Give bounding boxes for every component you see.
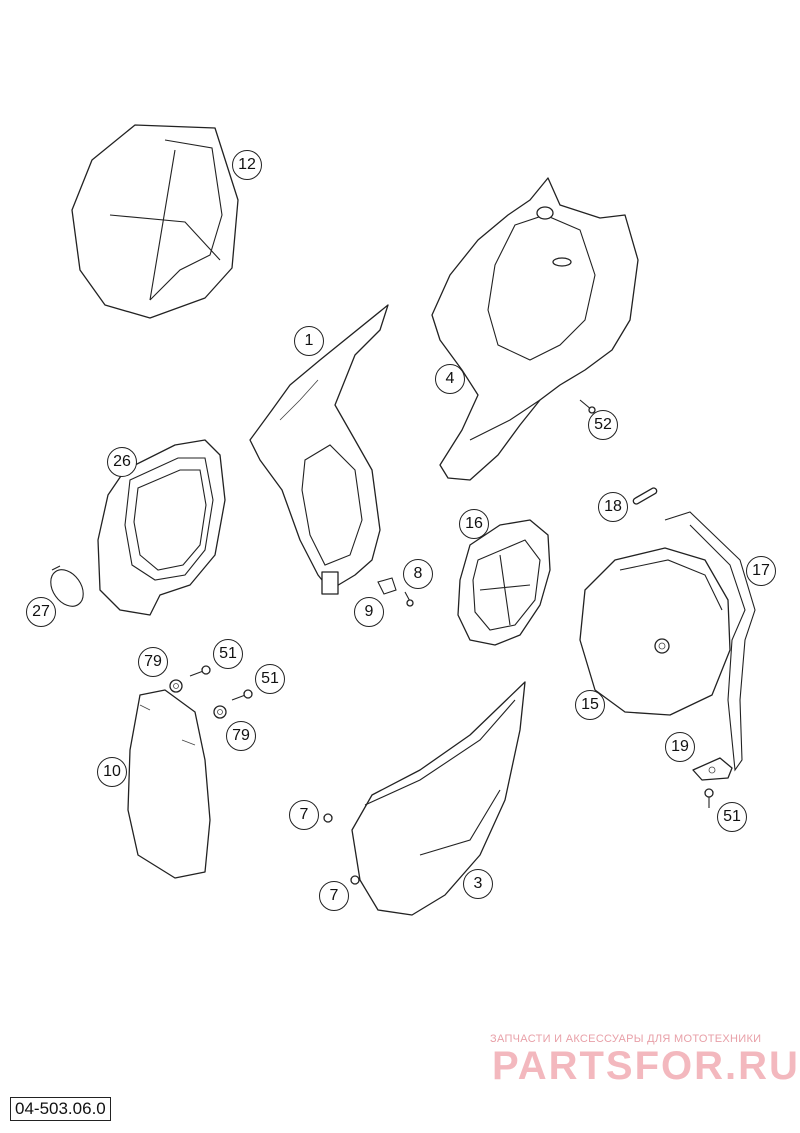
callout-18: 18 xyxy=(598,492,628,522)
watermark-brand: PARTSFOR.RU xyxy=(492,1044,800,1088)
part-8-screw xyxy=(404,591,414,607)
diagram-code: 04-503.06.0 xyxy=(10,1097,111,1121)
part-3-number-plate xyxy=(351,681,526,916)
callout-3: 3 xyxy=(463,869,493,899)
part-1-airbox xyxy=(249,304,389,595)
part-16-support xyxy=(457,519,551,646)
callout-10: 10 xyxy=(97,757,127,787)
callout-12: 12 xyxy=(232,150,262,180)
callout-16: 16 xyxy=(459,509,489,539)
part-19-mount xyxy=(692,757,733,781)
watermark-subtitle: ЗАПЧАСТИ И АКСЕССУАРЫ ДЛЯ МОТОТЕХНИКИ xyxy=(490,1033,762,1045)
part-27-clamp xyxy=(50,565,84,607)
part-18-pin xyxy=(632,487,658,505)
callout-15: 15 xyxy=(575,690,605,720)
callout-17: 17 xyxy=(746,556,776,586)
nut-7-b xyxy=(350,875,360,885)
callout-26: 26 xyxy=(107,447,137,477)
part-4-rear-fender xyxy=(431,177,639,481)
callout-7-a: 7 xyxy=(289,800,319,830)
part-26-filter-cage xyxy=(97,439,226,616)
callout-51-b: 51 xyxy=(255,664,285,694)
callout-51-a: 51 xyxy=(213,639,243,669)
callout-51-c: 51 xyxy=(717,802,747,832)
callout-52: 52 xyxy=(588,410,618,440)
callout-1: 1 xyxy=(294,326,324,356)
callout-4: 4 xyxy=(435,364,465,394)
washer-79-a xyxy=(169,679,183,693)
bolt-51-b xyxy=(231,689,253,701)
washer-79-b xyxy=(213,705,227,719)
callout-9: 9 xyxy=(354,597,384,627)
part-52-bolt xyxy=(579,399,596,414)
part-9-clip xyxy=(377,577,397,595)
bolt-51-c xyxy=(704,788,714,808)
callout-7-b: 7 xyxy=(319,881,349,911)
part-17-holder xyxy=(664,511,756,772)
part-15-air-filter xyxy=(579,547,731,716)
callout-79-b: 79 xyxy=(226,721,256,751)
callout-8: 8 xyxy=(403,559,433,589)
bolt-51-a xyxy=(189,665,211,677)
nut-7-a xyxy=(323,813,333,823)
callout-27: 27 xyxy=(26,597,56,627)
callout-79-a: 79 xyxy=(138,647,168,677)
part-10-side-panel xyxy=(127,689,211,879)
callout-19: 19 xyxy=(665,732,695,762)
part-12-filter-cover xyxy=(71,124,239,319)
